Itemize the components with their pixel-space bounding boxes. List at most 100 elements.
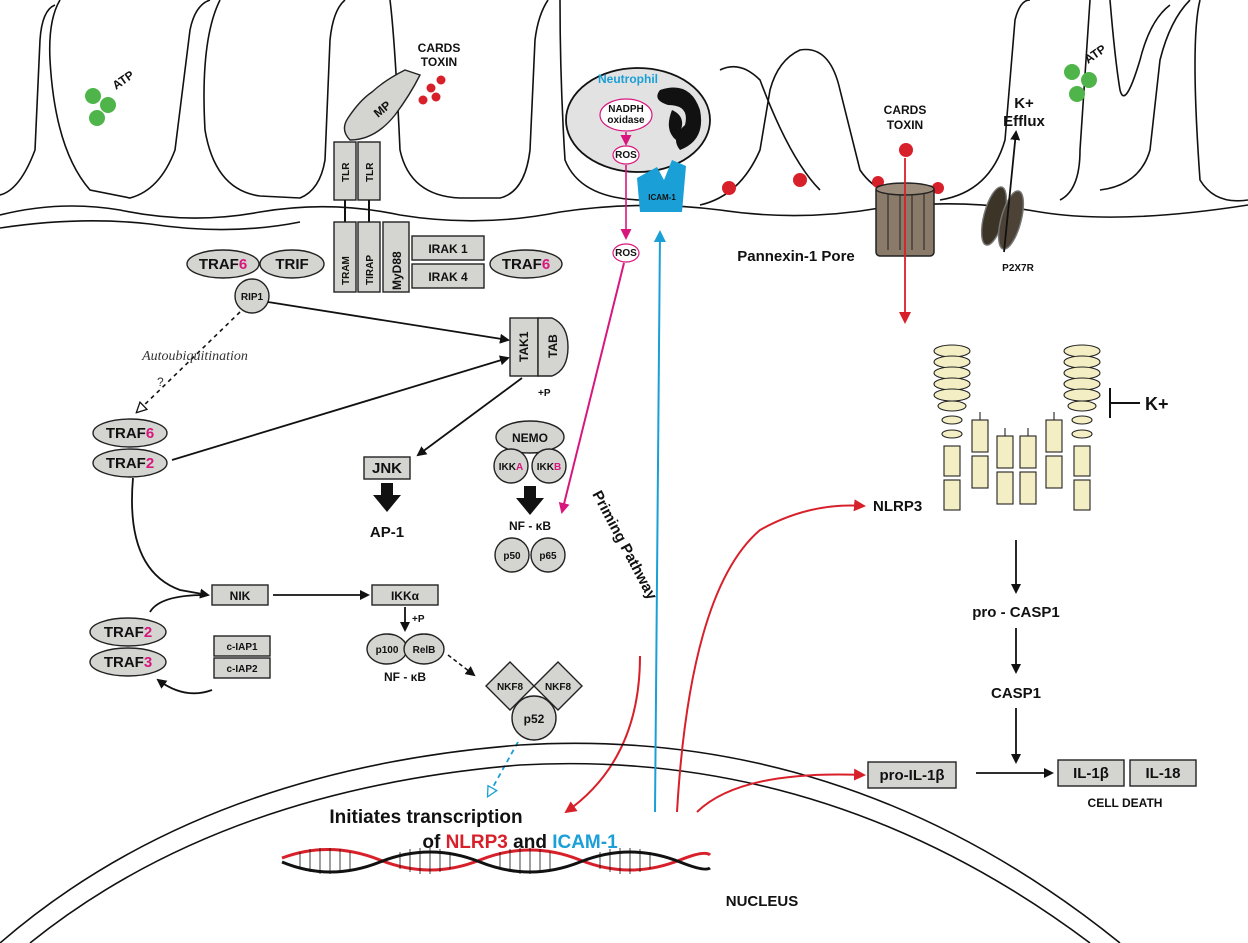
svg-text:TRAF6: TRAF6: [199, 256, 247, 273]
priming-red-arrow: [564, 655, 641, 814]
svg-text:ROS: ROS: [615, 150, 637, 161]
traf2-traf3-stack: TRAF2 TRAF3: [89, 617, 167, 677]
svg-text:TRAF2: TRAF2: [104, 624, 152, 641]
ros-cytoplasm: [612, 243, 640, 263]
tlr-label-2: TLR: [365, 162, 376, 182]
svg-text:p65: p65: [539, 551, 557, 562]
pannexin-label: Pannexin-1 Pore: [737, 248, 855, 265]
svg-text:P2X7R: P2X7R: [1002, 263, 1034, 274]
svg-text:TRAF2: TRAF2: [106, 455, 154, 472]
k-efflux-arrow: [1003, 130, 1021, 253]
cell-death-label: CELL DEATH: [1088, 796, 1163, 810]
svg-text:JNK: JNK: [372, 460, 402, 477]
svg-text:IKKα: IKKα: [391, 589, 420, 603]
autoubiquitination-label: Autoubiquitination: [141, 349, 248, 364]
svg-text:ICAM-1: ICAM-1: [648, 193, 676, 202]
cards-toxin-left-label-2: TOXIN: [421, 55, 457, 69]
svg-text:p100: p100: [376, 645, 399, 656]
priming-pathway-label: Priming Pathway: [588, 488, 660, 603]
nemo-ikk-complex: NEMO IKKA IKKB NF - κB p50 p65: [493, 420, 567, 573]
nik: NIK: [211, 584, 269, 606]
tak1-to-jnk-arrow: [416, 377, 523, 457]
nlrp3-inflammasome: [933, 344, 1101, 511]
question-mark: ?: [157, 375, 164, 389]
pro-il1b-red-arrow: [696, 768, 866, 813]
ciap-complex: c-IAP1 c-IAP2: [213, 635, 271, 679]
svg-text:NKF8: NKF8: [497, 682, 524, 693]
svg-text:Efflux: Efflux: [1003, 113, 1045, 130]
cards-toxin-particles-membrane: [722, 143, 944, 195]
dna-helix: [281, 847, 712, 874]
svg-text:p50: p50: [503, 551, 521, 562]
svg-text:NIK: NIK: [230, 589, 251, 603]
p52-to-nucleus-arrow: [488, 741, 519, 796]
atp-label-left: ATP: [110, 68, 137, 93]
pro-casp1-label: pro - CASP1: [972, 604, 1060, 621]
svg-text:RelB: RelB: [413, 645, 436, 656]
ros-to-ikk-arrow: [558, 262, 625, 514]
icam1-receptor: ICAM-1: [637, 160, 686, 212]
tram-label: TRAM: [341, 256, 352, 285]
tirap-label: TIRAP: [365, 255, 376, 285]
svg-text:TAK1: TAK1: [517, 331, 531, 362]
svg-text:NEMO: NEMO: [512, 431, 548, 445]
plus-p-ikka: +P: [412, 614, 425, 625]
nfkb-canonical-label: NF - κB: [509, 519, 551, 533]
svg-text:TRIF: TRIF: [275, 256, 308, 273]
svg-text:TRAF6: TRAF6: [502, 256, 550, 273]
mycoplasma-particle: MP: [343, 69, 421, 141]
traf-to-tak1-arrow: [171, 355, 510, 461]
traf2-to-nik-arrow: [131, 477, 210, 599]
transcription-line-1: Initiates transcription: [329, 807, 522, 828]
tak1-tab-complex: TAK1 TAB +P: [509, 317, 569, 399]
nucleus-label: NUCLEUS: [726, 893, 799, 910]
plus-p-tak1: +P: [538, 388, 551, 399]
svg-text:TRAF3: TRAF3: [104, 654, 152, 671]
irak4-label: IRAK 4: [428, 270, 468, 284]
p100-relb: p100 RelB NF - κB: [366, 633, 445, 684]
p2x7r-channel: P2X7R: [980, 186, 1035, 274]
nlrp3-red-arrow: [676, 499, 866, 813]
traf6-traf2-stack: TRAF6 TRAF2: [92, 418, 168, 478]
svg-text:NKF8: NKF8: [545, 682, 572, 693]
k-plus-inhibition: K+: [1109, 388, 1169, 418]
tlr-label-1: TLR: [341, 162, 352, 182]
svg-text:K+: K+: [1145, 394, 1169, 414]
icam1-cyan-arrow: [653, 230, 666, 813]
tlr-complex: TLR TLR TRAM TIRAP MyD88 IRAK 1 IRAK 4: [333, 141, 485, 293]
ikk-alpha: IKKα: [371, 584, 439, 606]
casp1-label: CASP1: [991, 685, 1041, 702]
svg-text:c-IAP2: c-IAP2: [226, 664, 258, 675]
traf6-right: TRAF6: [489, 249, 563, 279]
svg-text:RIP1: RIP1: [241, 292, 264, 303]
cards-toxin-right-label-2: TOXIN: [887, 118, 923, 132]
atp-molecules-left: ATP: [85, 68, 137, 126]
svg-text:IKKA: IKKA: [499, 462, 523, 473]
svg-text:IKKB: IKKB: [537, 462, 561, 473]
svg-text:TAB: TAB: [546, 334, 560, 358]
il1b: IL-1β: [1057, 759, 1125, 787]
il18: IL-18: [1129, 759, 1197, 787]
nfkb-noncanonical-label: NF - κB: [384, 670, 426, 684]
nkf8-p52-complex: NKF8 NKF8 p52: [485, 661, 583, 741]
svg-text:K+: K+: [1014, 95, 1034, 112]
atp-molecules-right: ATP: [1064, 42, 1109, 102]
jnk-ap1: JNK AP-1: [363, 456, 411, 541]
nucleus-envelope: [0, 742, 1121, 943]
svg-text:TRAF6: TRAF6: [106, 425, 154, 442]
cards-toxin-right-label: CARDS: [884, 103, 927, 117]
rip1: RIP1: [234, 278, 270, 314]
nlrp3-label: NLRP3: [873, 498, 922, 515]
transcription-line-2: of NLRP3 and ICAM-1: [422, 832, 618, 853]
svg-text:IL-1β: IL-1β: [1073, 765, 1109, 782]
svg-text:oxidase: oxidase: [607, 115, 645, 126]
rip1-to-tak1-arrow: [267, 301, 510, 344]
pro-il1b: pro-IL-1β: [867, 761, 957, 789]
svg-text:IL-18: IL-18: [1145, 765, 1180, 782]
svg-text:AP-1: AP-1: [370, 524, 404, 541]
neutrophil-label: Neutrophil: [598, 72, 658, 86]
svg-text:pro-IL-1β: pro-IL-1β: [880, 767, 945, 784]
neutrophil: Neutrophil NADPH oxidase ROS: [565, 67, 711, 173]
svg-text:ROS: ROS: [615, 248, 637, 259]
